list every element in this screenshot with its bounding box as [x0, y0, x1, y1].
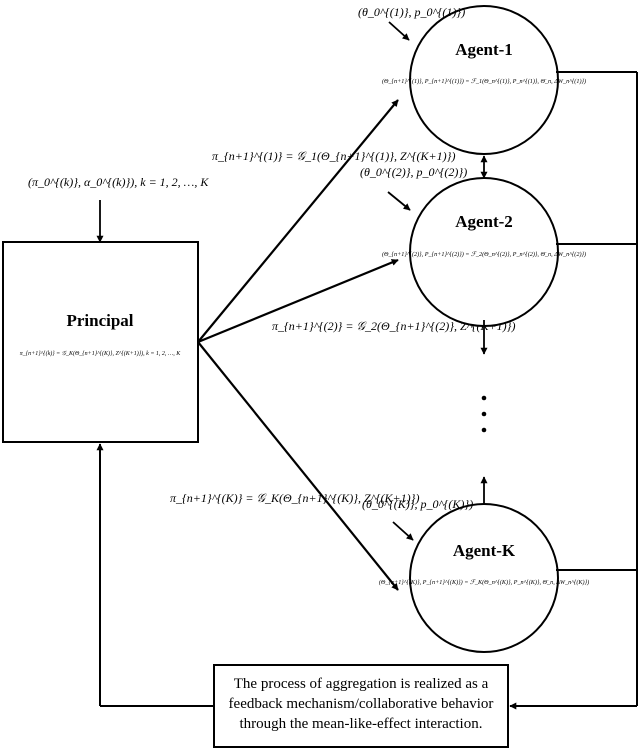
agentk-init-arrow	[392, 521, 414, 541]
principal-input-label: (π_0^{(k)}, α_0^{(k)}), k = 1, 2, …, K	[28, 175, 209, 189]
link-label-agentk: π_{n+1}^{(K)} = 𝒢_K(Θ_{n+1}^{(K)}, Z^{(K…	[170, 491, 419, 505]
ellipsis-dot-3	[481, 427, 487, 433]
feedback-text-line1: The process of aggregation is realized a…	[234, 676, 489, 692]
feedback-text-line2: feedback mechanism/collaborative behavio…	[229, 696, 494, 712]
agent1-init-label: (θ_0^{(1)}, p_0^{(1)})	[358, 5, 465, 19]
principal-title: Principal	[66, 311, 133, 330]
agentk-title: Agent-K	[453, 541, 516, 560]
principal-box	[2, 241, 199, 443]
agent1-node	[409, 5, 559, 155]
feedback-box	[213, 664, 509, 748]
agent2-init-arrow	[387, 191, 411, 211]
link-label-agent1: π_{n+1}^{(1)} = 𝒢_1(Θ_{n+1}^{(1)}, Z^{(K…	[212, 149, 455, 163]
agentk-node	[409, 503, 559, 653]
agent2-title: Agent-2	[455, 212, 513, 231]
ellipsis-dot-1	[481, 395, 487, 401]
link-label-agent2: π_{n+1}^{(2)} = 𝒢_2(Θ_{n+1}^{(2)}, Z^{(K…	[272, 319, 515, 333]
ellipsis-dot-2	[481, 411, 487, 417]
principal-formula: π_{n+1}^{(k)} = 𝒢_K(Θ_{n+1}^{(K)}, Z^{(K…	[20, 350, 181, 357]
principal-to-agentk-arrow	[197, 341, 399, 591]
agent1-formula: (Θ_{n+1}^{(1)}, P_{n+1}^{(1)}) = ℱ_1(Θ_n…	[382, 78, 586, 85]
agent2-formula: (Θ_{n+1}^{(2)}, P_{n+1}^{(2)}) = ℱ_2(Θ_n…	[382, 251, 586, 258]
agent1-title: Agent-1	[455, 40, 513, 59]
feedback-text-line3: through the mean-like-effect interaction…	[240, 716, 483, 732]
principal-to-agent1-arrow	[197, 99, 399, 343]
principal-to-agent2-arrow	[197, 258, 399, 344]
agentk-formula: (Θ_{n+1}^{(K)}, P_{n+1}^{(K)}) = ℱ_K(Θ_n…	[379, 579, 589, 586]
agentk-init-label: (θ_0^{(K)}, p_0^{(K)})	[362, 497, 473, 511]
agent2-init-label: (θ_0^{(2)}, p_0^{(2)})	[360, 165, 467, 179]
agent1-init-arrow	[388, 21, 410, 41]
